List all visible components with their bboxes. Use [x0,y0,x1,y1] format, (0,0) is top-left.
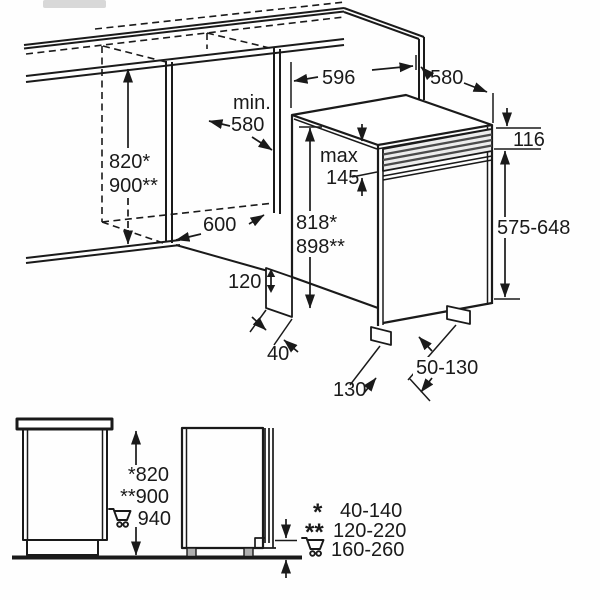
front-right-foot [446,305,471,325]
kitchen-plinth-board [265,267,293,318]
dishwasher-side-body [180,426,265,550]
dim-top-116 [494,108,541,150]
dim-foot-130 [349,345,381,394]
min-width-label-1: min. [233,92,271,114]
worktop-slab [15,417,114,431]
width-label: 596 [322,67,355,89]
body-height-label-1: 818* [296,212,337,234]
dim-gap-40 [249,309,299,353]
legend-cart-value: 160-260 [331,539,404,561]
dishwasher-isometric [290,93,494,346]
cabinet-elevation [15,417,114,556]
cabinet-body [22,428,108,541]
dim-niche-min-width [208,119,273,151]
front-foot [243,547,254,558]
dim-max-145 [351,124,378,196]
panel-bracket [254,537,276,549]
legend-star-value: 40-140 [340,500,402,522]
niche-height-label-2: 900** [109,175,158,197]
plinth-gap-label: 40 [267,343,289,365]
depth-label: 580 [430,67,463,89]
body-height-label-2: 898** [296,236,345,258]
foot-offset-label: 130 [333,379,366,401]
cabinet-plinth [26,539,99,556]
max-panel-label-2: 145 [326,167,359,189]
front-left-foot [370,326,392,346]
niche-cavity [25,32,281,272]
dim-depth-580 [420,66,494,123]
legend: * 40-140 ** 120-220 160-260 [301,499,406,561]
dim-counter-depth-600 [175,214,265,242]
min-width-label-2: 580 [231,114,264,136]
rear-foot [186,547,197,558]
cropped-toolbar-artifact [43,0,106,8]
height-star-label: *820 [128,464,169,486]
counter-depth-label: 600 [203,214,236,236]
control-band [382,128,493,181]
legend-star-symbol: * [313,499,323,526]
isometric-labels: 820* 900** min. 580 596 580 116 max 145 … [105,67,582,401]
isometric-diagram [23,1,541,402]
plinth-height-label: 120 [228,271,261,293]
height-cart-label: 940 [138,508,171,530]
dim-plinth-120 [266,269,276,293]
height-dstar-label: **900 [120,486,169,508]
top-clearance-label: 116 [513,129,545,151]
dishwasher-elevation [180,426,297,578]
legend-dstar-value: 120-220 [333,520,406,542]
max-panel-label-1: max [320,145,358,167]
foot-range-label: 50-130 [416,357,478,379]
niche-height-label-1: 820* [109,151,150,173]
dim-width-596 [290,55,417,108]
elevation-labels: *820 **900 940 * 40-140 ** 120-220 160-2… [108,464,406,561]
counter-worktop [23,1,425,100]
door-range-label: 575-648 [497,217,570,239]
